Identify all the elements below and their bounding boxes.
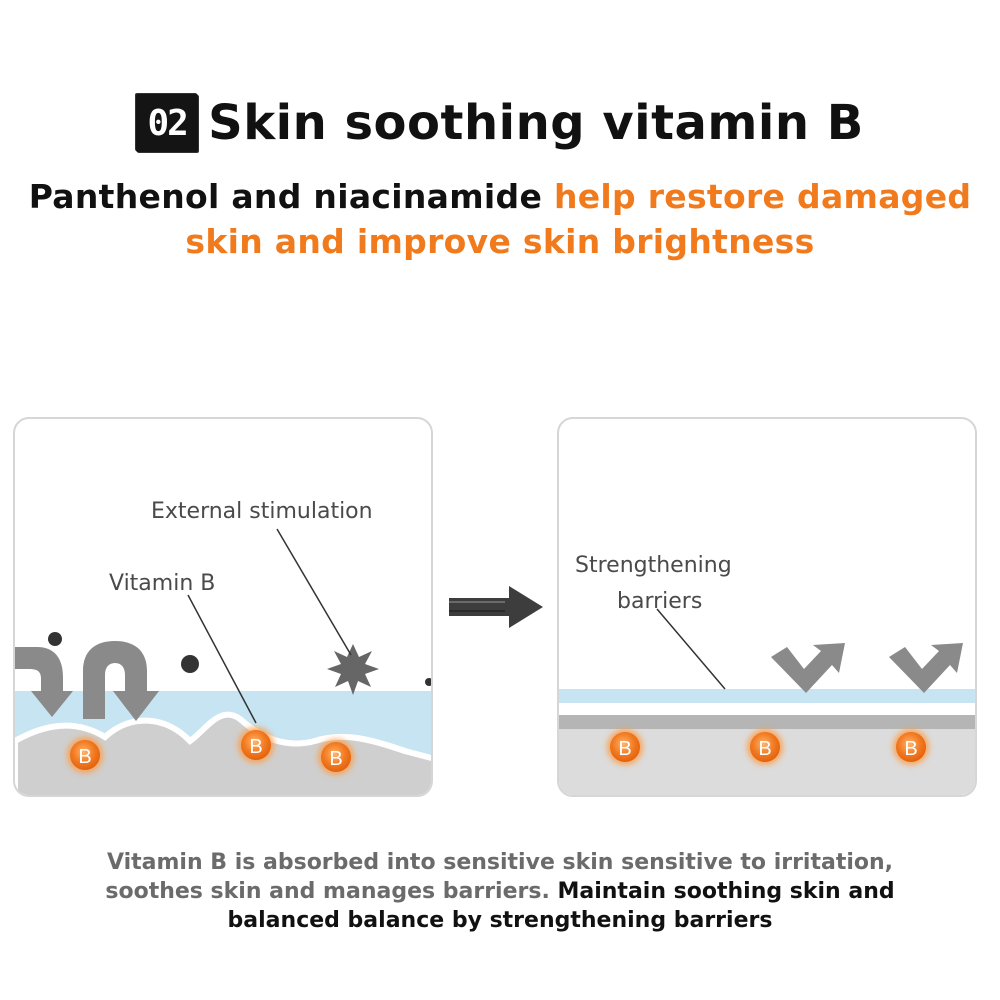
damaged-skin-illustration: B B B [15,528,431,795]
caption-line-3: balanced balance by strengthening barrie… [0,906,1000,935]
particle-dot [48,632,62,646]
title-row: 02 Skin soothing vitamin B [0,88,1000,158]
subtitle-accent-text-2: skin and improve skin brightness [185,222,815,261]
svg-text:B: B [329,748,342,770]
description-caption: Vitamin B is absorbed into sensitive ski… [0,848,1000,935]
subtitle: Panthenol and niacinamide help restore d… [0,174,1000,264]
vitamin-b-badge: B [318,739,354,775]
u-turn-arrow-icon [15,647,73,717]
vitamin-b-badge: B [238,727,274,763]
particle-dot [181,655,199,673]
caption-muted-text-2: soothes skin and manages barriers. [105,879,558,904]
deflect-arrow-icon [771,643,845,693]
particle-dot [425,678,431,686]
caption-strong-text-2: balanced balance by strengthening barrie… [227,908,773,933]
callout-line [187,594,257,724]
subtitle-line-2: skin and improve skin brightness [0,219,1000,264]
vitamin-b-badge: B [747,729,783,765]
page-title: Skin soothing vitamin B [208,95,864,151]
callout-line [276,528,352,656]
subtitle-dark-text: Panthenol and niacinamide [28,177,554,216]
u-turn-arrow-icon [83,641,159,721]
deflect-arrow-icon [889,643,963,693]
caption-line-2: soothes skin and manages barriers. Maint… [0,877,1000,906]
barrier-layer [559,689,975,703]
strengthening-label: Strengthening [575,553,732,578]
caption-muted-text-1: Vitamin B is absorbed into sensitive ski… [106,850,894,875]
svg-text:B: B [78,746,91,768]
barriers-label: barriers [617,589,703,614]
subtitle-accent-text-1: help restore damaged [553,177,972,216]
vitamin-b-badge: B [67,737,103,773]
callout-line [656,608,726,690]
section-number-badge: 02 [136,94,199,152]
right-arrow-icon [449,586,543,628]
svg-text:B: B [249,736,262,758]
barrier-band [559,715,975,729]
svg-text:B: B [904,738,917,760]
before-panel: B B B External stimulation Vitamin B [13,417,433,797]
caption-line-1: Vitamin B is absorbed into sensitive ski… [0,848,1000,877]
svg-text:B: B [758,738,771,760]
caption-strong-text-1: Maintain soothing skin and [557,879,895,904]
vitamin-b-badge: B [607,729,643,765]
svg-text:B: B [618,738,631,760]
subtitle-line-1: Panthenol and niacinamide help restore d… [0,174,1000,219]
after-panel: B B B Strengthening barriers [557,417,977,797]
vitamin-b-badge: B [893,729,929,765]
strengthened-skin-illustration: B B B [559,608,975,795]
damaged-skin-base [15,711,431,795]
external-stimulation-label: External stimulation [151,499,373,524]
vitamin-b-label: Vitamin B [109,571,216,596]
stimulation-burst-icon [327,644,379,695]
